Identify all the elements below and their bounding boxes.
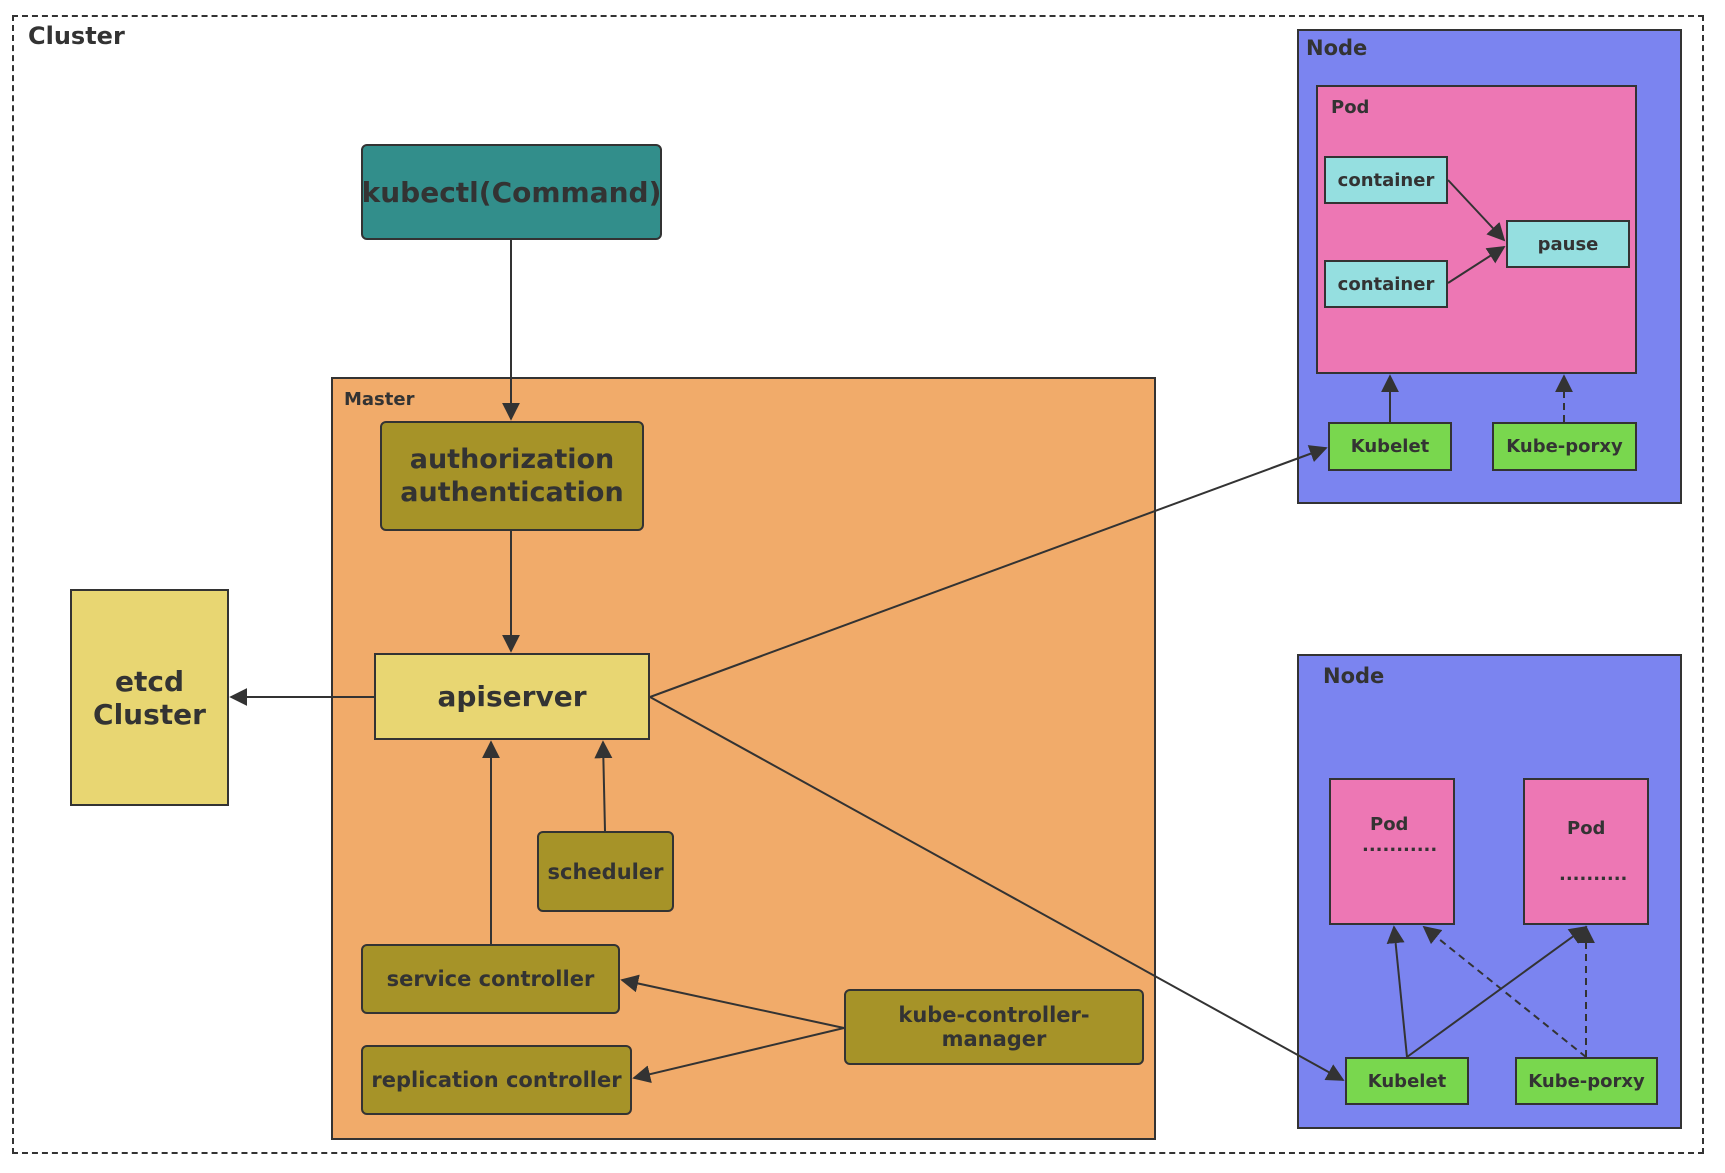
node-2-pod-2-title: Pod <box>1567 818 1606 839</box>
node-2-title: Node <box>1323 664 1385 688</box>
node-2-pod-1-content: ........... <box>1362 835 1438 856</box>
apiserver-box[interactable]: apiserver <box>374 653 650 740</box>
cluster-title: Cluster <box>28 22 125 50</box>
node-2-kube-proxy-box[interactable]: Kube-porxy <box>1515 1057 1658 1105</box>
replication-controller-box[interactable]: replication controller <box>361 1045 632 1115</box>
node-1-pod-title: Pod <box>1331 97 1370 118</box>
node-1-kube-proxy-box[interactable]: Kube-porxy <box>1492 422 1637 471</box>
node-1-kubelet-box[interactable]: Kubelet <box>1328 422 1452 471</box>
kubectl-command-box[interactable]: kubectl(Command) <box>361 144 662 240</box>
container-box-2[interactable]: container <box>1324 260 1448 308</box>
cluster-boundary <box>12 15 1704 1154</box>
container-box-1[interactable]: container <box>1324 156 1448 204</box>
kube-controller-manager-box[interactable]: kube-controller-manager <box>844 989 1144 1065</box>
node-2-pod-2-content: .......... <box>1559 864 1628 885</box>
etcd-cluster-box[interactable]: etcd Cluster <box>70 589 229 806</box>
pause-container-box[interactable]: pause <box>1506 220 1630 268</box>
node-1-title: Node <box>1306 36 1368 60</box>
service-controller-box[interactable]: service controller <box>361 944 620 1014</box>
node-2-kubelet-box[interactable]: Kubelet <box>1345 1057 1469 1105</box>
authorization-authentication-box[interactable]: authorization authentication <box>380 421 644 531</box>
node-2-pod-1-title: Pod <box>1370 814 1409 835</box>
node-2-pod-2[interactable] <box>1523 778 1649 925</box>
scheduler-box[interactable]: scheduler <box>537 831 674 912</box>
master-title: Master <box>344 389 415 410</box>
